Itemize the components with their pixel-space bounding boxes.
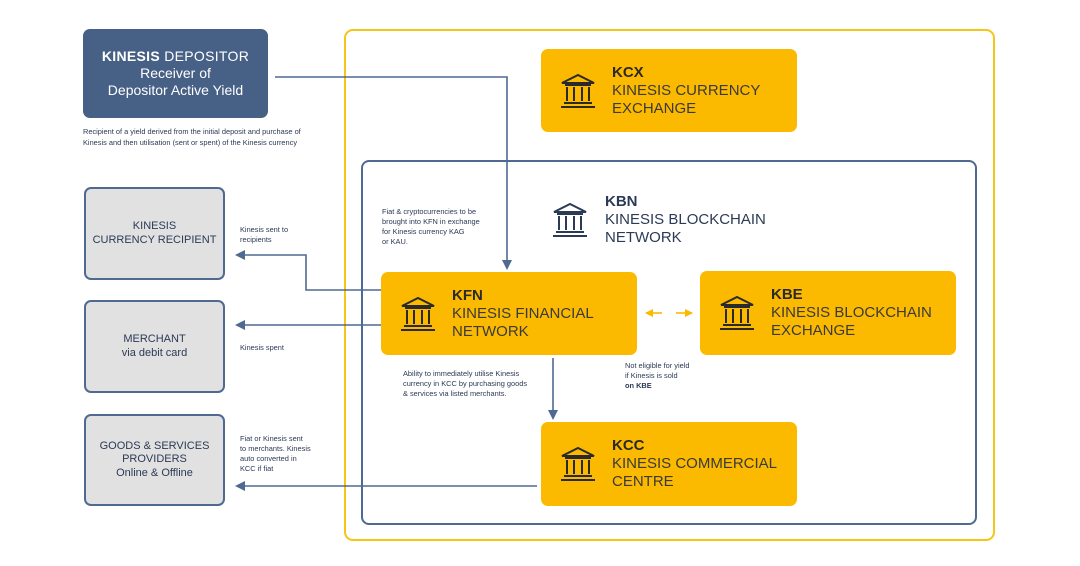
arrow-kfn-to-recipient xyxy=(235,250,381,291)
note-utilise: Ability to immediately utilise Kinesis c… xyxy=(403,369,528,398)
merchant-box: MERCHANT via debit card xyxy=(84,300,225,393)
kbn-code: KBN xyxy=(605,193,638,210)
depositor-title-rest: DEPOSITOR xyxy=(164,48,250,64)
kbn-line1: KINESIS BLOCKCHAIN xyxy=(605,211,766,228)
kbn-line2: NETWORK xyxy=(605,229,682,246)
goods-services-box: GOODS & SERVICES PROVIDERS Online & Offl… xyxy=(84,414,225,506)
merchant-line1: MERCHANT xyxy=(123,333,186,345)
kinesis-ecosystem-container xyxy=(344,29,995,541)
kcx-box: KCX KINESIS CURRENCY EXCHANGE xyxy=(541,49,797,132)
kbe-code: KBE xyxy=(771,286,803,303)
kinesis-depositor-box: KINESIS DEPOSITOR Receiver of Depositor … xyxy=(83,29,268,118)
kbe-line2: EXCHANGE xyxy=(771,322,856,339)
kbe-line1: KINESIS BLOCKCHAIN xyxy=(771,304,932,321)
goods-line2: PROVIDERS xyxy=(122,453,187,466)
currency-recipient-box: KINESIS CURRENCY RECIPIENT xyxy=(84,187,225,280)
kfn-code: KFN xyxy=(452,286,483,304)
kcc-code: KCC xyxy=(612,437,645,454)
recipient-line2: CURRENCY RECIPIENT xyxy=(92,233,217,246)
depositor-note: Recipient of a yield derived from the in… xyxy=(83,127,301,147)
note-fiat-crypto: Fiat & cryptocurrencies to be brought in… xyxy=(382,207,480,246)
kbe-box: KBE KINESIS BLOCKCHAIN EXCHANGE xyxy=(700,271,956,355)
note-not-eligible: Not eligible for yield if Kinesis is sol… xyxy=(625,361,690,390)
bank-building-icon xyxy=(561,446,595,481)
kfn-box: KFN KINESIS FINANCIAL NETWORK xyxy=(381,272,637,355)
bank-building-icon xyxy=(401,296,435,331)
kfn-line2: NETWORK xyxy=(452,322,529,340)
merchant-line2: via debit card xyxy=(121,346,188,359)
recipient-line1: KINESIS xyxy=(132,220,177,232)
kcc-line2: CENTRE xyxy=(612,473,674,490)
bank-building-icon xyxy=(720,295,754,330)
goods-line1: GOODS & SERVICES xyxy=(99,439,210,452)
depositor-line3: Depositor Active Yield xyxy=(107,82,244,98)
note-sent-to-recipients: Kinesis sent to recipients xyxy=(240,225,289,244)
depositor-title-bold: KINESIS xyxy=(101,48,160,64)
depositor-line2: Receiver of xyxy=(140,65,211,81)
note-fiat-merchants: Fiat or Kinesis sent to merchants. Kines… xyxy=(240,434,311,473)
kfn-line1: KINESIS FINANCIAL xyxy=(452,304,594,322)
arrow-depositor-to-kfn xyxy=(275,76,512,270)
bank-building-icon xyxy=(561,73,595,108)
kcx-line1: KINESIS CURRENCY xyxy=(612,81,761,99)
kcc-box: KCC KINESIS COMMERCIAL CENTRE xyxy=(541,422,797,506)
kcx-code: KCX xyxy=(612,63,644,81)
goods-line3: Online & Offline xyxy=(116,466,193,479)
bank-building-icon xyxy=(553,202,587,237)
kbn-network-container xyxy=(361,160,977,525)
kbn-header: KBN KINESIS BLOCKCHAIN NETWORK xyxy=(549,193,766,247)
kcx-line2: EXCHANGE xyxy=(612,99,697,117)
note-kinesis-spent: Kinesis spent xyxy=(240,343,284,352)
kcc-line1: KINESIS COMMERCIAL xyxy=(612,455,778,472)
